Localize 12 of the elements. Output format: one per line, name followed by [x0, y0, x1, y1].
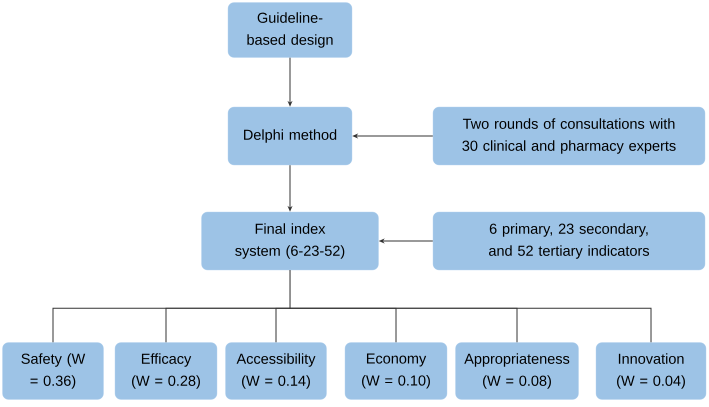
- note-box: Two rounds of consultations with 30 clinical and pharmacy experts: [432, 106, 706, 166]
- category-box: Economy (W = 0.10): [344, 342, 448, 400]
- category-box: Appropriateness (W = 0.08): [455, 342, 579, 400]
- note-box: 6 primary, 23 secondary, and 52 tertiary indicators: [432, 212, 706, 270]
- connector-line: [290, 270, 652, 343]
- category-box: Efficacy (W = 0.28): [114, 342, 218, 400]
- category-box: Accessibility (W = 0.14): [225, 342, 327, 400]
- category-box: Safety (W = 0.36): [2, 342, 104, 400]
- category-box: Innovation (W = 0.04): [596, 342, 706, 400]
- process-box: Guideline-based design: [228, 2, 352, 58]
- process-box: Delphi method: [228, 106, 352, 166]
- process-box: Final index system (6-23-52): [201, 212, 379, 270]
